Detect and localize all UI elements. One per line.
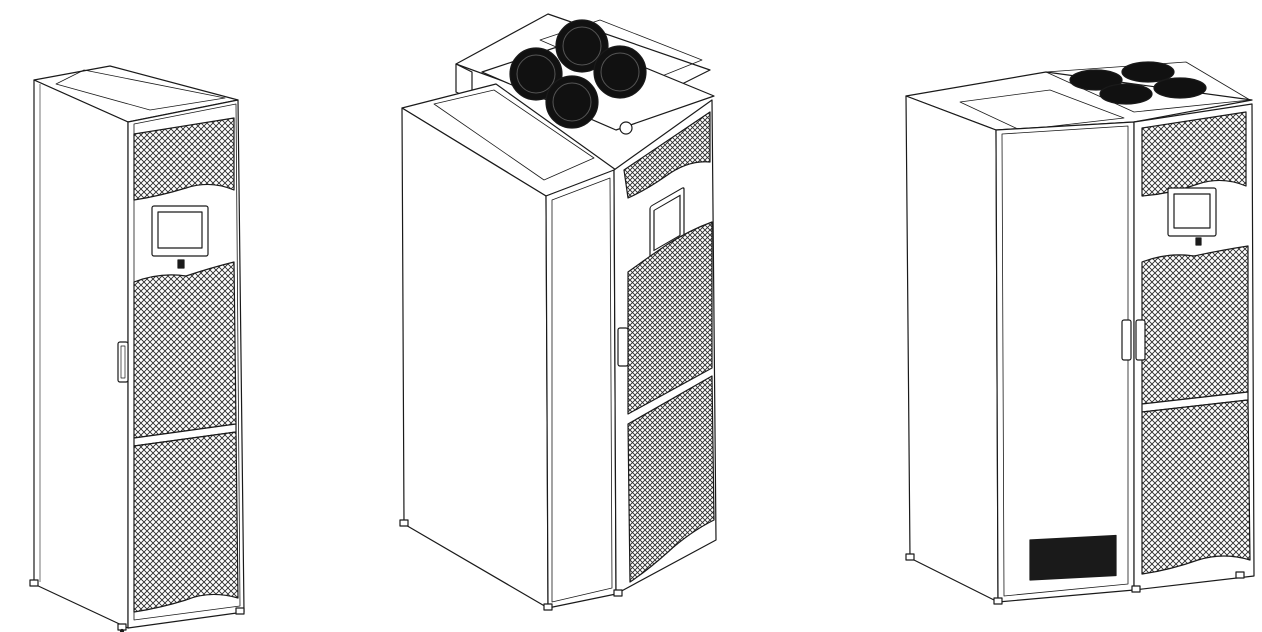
cabinet-front [995,121,1135,603]
cabinet-side-panel [33,79,129,629]
cabinet-single [29,65,245,632]
door-handle [617,327,629,367]
fan-icon [1069,69,1123,91]
door-handle [117,341,129,383]
mesh-panel-middle [627,221,713,415]
fan-icon [1153,77,1207,99]
mesh-panel-bottom [133,431,239,613]
touchscreen-frame [151,205,209,257]
fan-icon [593,45,647,99]
cabinet-pair [905,61,1255,605]
fan-icon [509,47,563,101]
vent-grille [1029,534,1117,581]
cabinet-front [545,169,617,609]
fan-icon [1121,61,1175,83]
fan-icon [545,75,599,129]
door-handle [1121,319,1132,361]
door-handle [1135,319,1146,361]
touchscreen-frame [1167,187,1217,237]
fan-icon [1099,83,1153,105]
touchscreen [653,194,681,252]
mesh-panel-top [623,111,711,199]
mesh-panel-bottom [1141,399,1251,575]
mesh-panel-top [1141,111,1247,197]
touchscreen [157,211,203,249]
touchscreen [1173,193,1211,229]
mesh-panel-top [133,117,235,201]
cabinet-side-panel [905,95,999,603]
mesh-panel-middle [1141,245,1249,405]
cabinet-with-fan-module [399,13,717,611]
mesh-panel-bottom [627,375,715,583]
mesh-panel-middle [133,261,237,439]
fan-icon [555,19,609,73]
